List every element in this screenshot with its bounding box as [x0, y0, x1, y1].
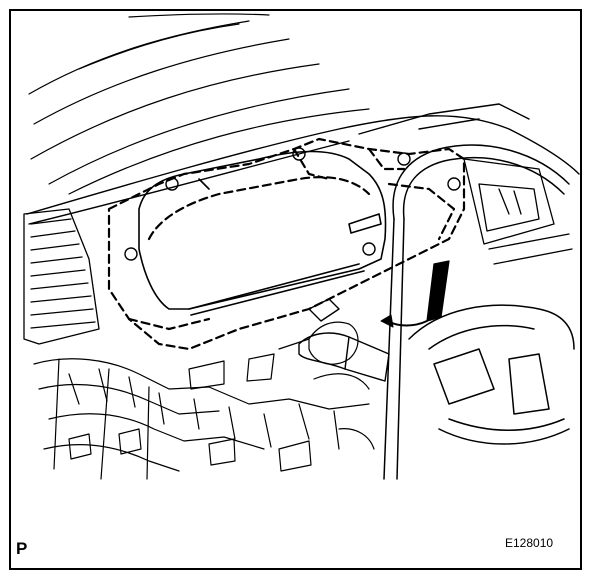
steering-column: [298, 298, 390, 382]
figure-frame: [9, 9, 582, 570]
lower-dash-components: [33, 321, 375, 480]
clip-marks: [124, 147, 461, 261]
windshield-lines: [28, 13, 370, 195]
center-console: [463, 158, 573, 265]
figure-corner-label: P: [16, 539, 28, 558]
dashboard-illustration: [23, 13, 580, 480]
left-air-vent: [23, 208, 100, 345]
dashboard-top: [26, 103, 580, 225]
steering-wheel: [383, 144, 575, 480]
cluster-finish-panel: [107, 137, 466, 351]
combination-meter: [138, 150, 387, 316]
figure-id-label: E128010: [505, 536, 554, 550]
removal-arrow: [380, 260, 450, 328]
